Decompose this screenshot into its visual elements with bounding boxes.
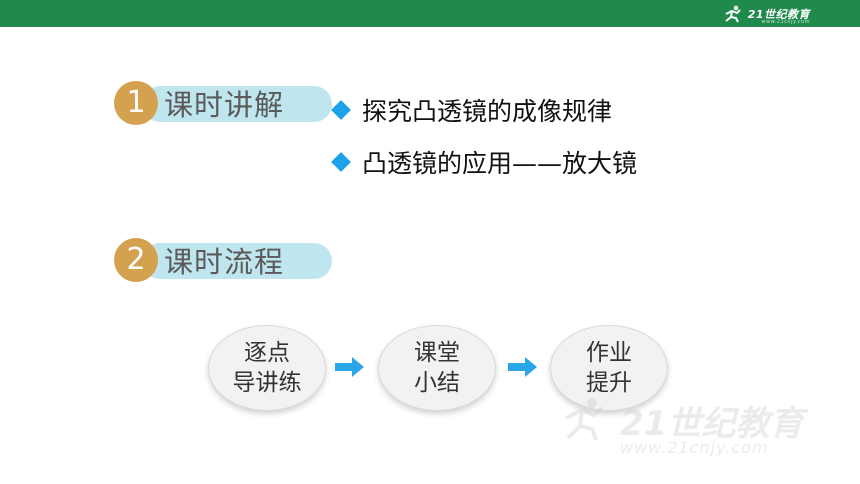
diamond-bullet-icon	[331, 100, 351, 120]
watermark-text: 21世纪教育	[620, 404, 804, 444]
watermark-runner-icon	[565, 398, 604, 441]
section-title: 课时讲解	[164, 88, 285, 122]
runner-logo-icon	[725, 5, 741, 23]
arrow-right-icon	[335, 357, 364, 377]
logo-url: www.21cnjy.com	[761, 19, 810, 25]
section-number: 2	[114, 238, 158, 282]
logo-text: 21世纪教育	[747, 8, 810, 21]
brand-logo: 21世纪教育	[722, 4, 810, 24]
watermark: 21世纪教育 www.21cnjy.com	[560, 396, 830, 466]
watermark-url: www.21cnjy.com	[620, 438, 769, 457]
header-bar: 21世纪教育 www.21cnjy.com	[0, 0, 860, 27]
flow-step-3[interactable]: 作业 提升	[550, 325, 668, 411]
flow-step-2[interactable]: 课堂 小结	[378, 325, 496, 411]
section-badge-1: 1 课时讲解	[114, 81, 332, 125]
flow-step-1[interactable]: 逐点 导讲练	[208, 325, 326, 411]
flow-step-line1: 作业	[586, 340, 632, 366]
flow-step-line1: 课堂	[414, 340, 460, 366]
section-number: 1	[114, 81, 158, 125]
section-badge-2: 2 课时流程	[114, 238, 332, 282]
bullet-text: 凸透镜的应用——放大镜	[362, 149, 638, 178]
flow-step-line2: 导讲练	[232, 370, 302, 396]
bullet-item: 凸透镜的应用——放大镜	[331, 144, 638, 180]
flow-step-line2: 提升	[586, 370, 632, 396]
badge-pill	[142, 86, 332, 122]
arrow-right-icon	[508, 357, 537, 377]
flow-step-line1: 逐点	[244, 340, 290, 366]
flow-step-line2: 小结	[414, 370, 460, 396]
diamond-bullet-icon	[331, 152, 351, 172]
badge-pill	[142, 243, 332, 279]
bullet-text: 探究凸透镜的成像规律	[362, 97, 613, 126]
bullet-item: 探究凸透镜的成像规律	[331, 92, 613, 128]
section-title: 课时流程	[164, 245, 285, 279]
